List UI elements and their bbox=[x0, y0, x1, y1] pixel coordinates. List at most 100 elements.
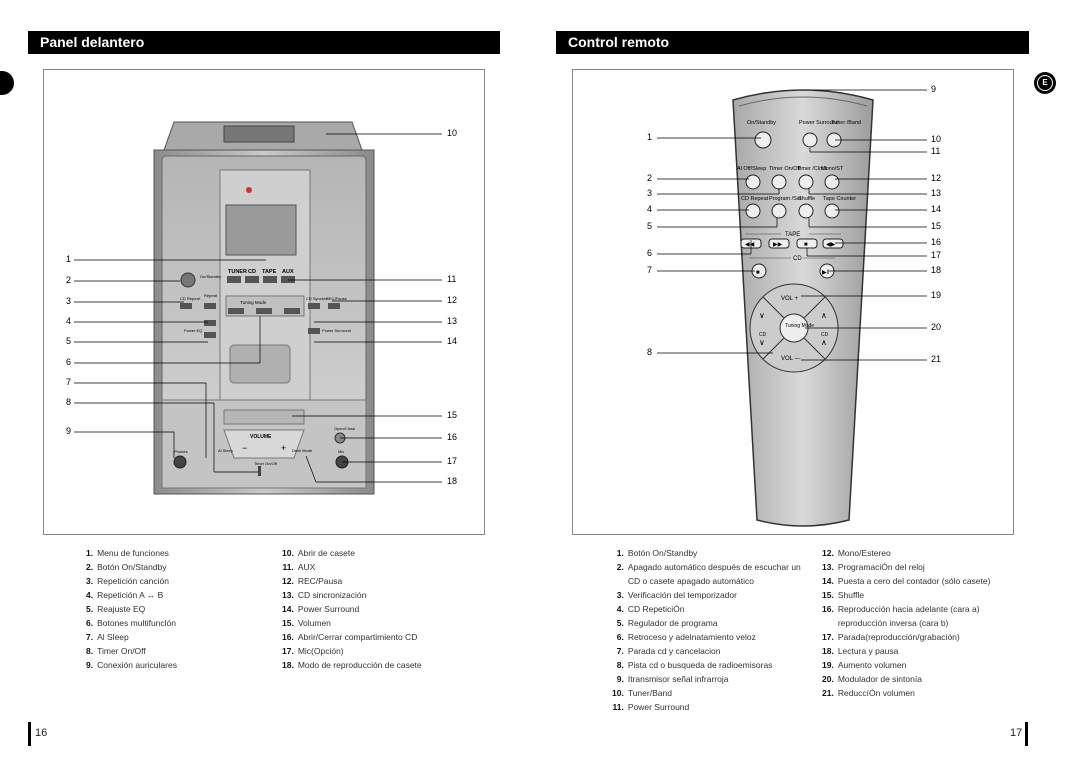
callout-1: 1 bbox=[66, 254, 72, 264]
legend-text: Lectura y pausa bbox=[837, 646, 899, 656]
tuning-mode-label: Tuning Mode bbox=[240, 300, 267, 305]
legend-number: 8. bbox=[86, 646, 94, 656]
svg-text:◀◀: ◀◀ bbox=[745, 242, 755, 248]
legend-item: 2.Botón On/Standby bbox=[86, 560, 177, 574]
legend-text: REC/Pausa bbox=[297, 576, 343, 586]
remote-power-surround-label: Power Surround bbox=[799, 120, 839, 126]
callout-17: 17 bbox=[447, 456, 458, 466]
legend-number: 13. bbox=[282, 590, 294, 600]
svg-text:◀▶: ◀▶ bbox=[826, 242, 836, 248]
legend-item: 1.Botón On/Standby bbox=[612, 546, 812, 560]
callout-9: 9 bbox=[66, 426, 72, 436]
svg-text:∨: ∨ bbox=[759, 311, 765, 320]
legend-item: 13.CD sincronización bbox=[282, 588, 422, 602]
legend-text: Abrir/Cerrar compartimiento CD bbox=[297, 632, 418, 642]
svg-text:■: ■ bbox=[756, 270, 760, 276]
legend-text: Modulador de sintonía bbox=[837, 674, 922, 684]
legend-number: 7. bbox=[86, 632, 94, 642]
remote-callout-11: 11 bbox=[931, 146, 941, 156]
remote-callout-20: 20 bbox=[931, 322, 942, 332]
legend-number: 4. bbox=[616, 604, 624, 614]
legend-text: Puesta a cero del contador (sólo casete) bbox=[837, 576, 991, 586]
legend-number: 15. bbox=[282, 618, 294, 628]
legend-item: 4.CD RepeticiÓn bbox=[612, 602, 812, 616]
legend-text: Modo de reproducción de casete bbox=[297, 660, 422, 670]
legend-text: Al Sleep bbox=[97, 632, 129, 642]
legend-item: 4.Repetición A ↔ B bbox=[86, 588, 177, 602]
remote-program-set-label: Program /Set bbox=[769, 196, 802, 202]
remote-callout-7: 7 bbox=[647, 265, 653, 275]
legend-text: Reproducción hacia adelante (cara a) rep… bbox=[837, 604, 980, 628]
deck-mode-label: Deck Mode bbox=[292, 448, 313, 453]
legend-text: Itransmisor señal infrarroja bbox=[627, 674, 729, 684]
legend-number: 13. bbox=[822, 562, 834, 572]
legend-text: ReduccíÓn volumen bbox=[837, 688, 915, 698]
legend-item: 19.Aumento volumen bbox=[822, 658, 1022, 672]
mic-label: Mic bbox=[338, 449, 344, 454]
legend-number: 10. bbox=[612, 688, 624, 698]
remote-tuner-band-label: Tuner /Band bbox=[831, 120, 861, 126]
callout-3: 3 bbox=[66, 296, 72, 306]
volume-label: VOLUME bbox=[250, 434, 272, 440]
remote-timer-clock-label: Timer /Clock bbox=[797, 166, 828, 172]
remote-shuffle-label: Shuffle bbox=[798, 196, 815, 202]
phones-label: Phones bbox=[174, 449, 188, 454]
legend-text: ProgramaciÓn del reloj bbox=[837, 562, 925, 572]
legend-item: 5.Regulador de programa bbox=[612, 616, 812, 630]
legend-item: 3.Verificación del temporizador bbox=[612, 588, 812, 602]
legend-number: 18. bbox=[822, 646, 834, 656]
legend-item: 17.Parada(reproducción/grabación) bbox=[822, 630, 1022, 644]
legend-text: Reajuste EQ bbox=[97, 604, 146, 614]
legend-text: Botón On/Standby bbox=[97, 562, 167, 572]
legend-number: 18. bbox=[282, 660, 294, 670]
svg-text:−: − bbox=[242, 443, 247, 453]
remote-callout-15: 15 bbox=[931, 221, 942, 231]
legend-number: 20. bbox=[822, 674, 834, 684]
legend-number: 11. bbox=[612, 702, 624, 712]
legend-text: Conexión auriculares bbox=[97, 660, 177, 670]
legend-number: 1. bbox=[616, 548, 624, 558]
legend-item: 9.Conexión auriculares bbox=[86, 658, 177, 672]
remote-cd-repeat-label: CD Repeat bbox=[741, 196, 769, 202]
remote-callout-17: 17 bbox=[931, 250, 942, 260]
legend-number: 8. bbox=[616, 660, 624, 670]
legend-text: Regulador de programa bbox=[627, 618, 718, 628]
legend-item: 6.Botones multifunclón bbox=[86, 616, 177, 630]
remote-callout-8: 8 bbox=[647, 347, 653, 357]
remote-callout-9: 9 bbox=[931, 84, 937, 94]
legend-text: Botón On/Standby bbox=[627, 548, 698, 558]
remote-callout-3: 3 bbox=[647, 188, 653, 198]
svg-text:■: ■ bbox=[804, 242, 808, 248]
legend-number: 15. bbox=[822, 590, 834, 600]
legend-item: 10.Tuner/Band bbox=[612, 686, 812, 700]
remote-vol-down-label: VOL — bbox=[781, 356, 800, 362]
remote-illustration: On/Standby Power Surround Tuner /Band Al… bbox=[657, 89, 927, 527]
callout-5: 5 bbox=[66, 336, 72, 346]
legend-text: Mono/Estereo bbox=[837, 548, 891, 558]
cd-repeat-label: CD Repeat bbox=[180, 296, 201, 301]
callout-15: 15 bbox=[447, 410, 458, 420]
callout-11: 11 bbox=[447, 274, 457, 284]
legend-text: Aumento volumen bbox=[837, 660, 907, 670]
legend-item: 13.ProgramaciÓn del reloj bbox=[822, 560, 1022, 574]
callout-10: 10 bbox=[447, 128, 458, 138]
legend-item: 6.Retroceso y adelnatamiento veloz bbox=[612, 630, 812, 644]
display-label-aux: AUX bbox=[282, 269, 294, 275]
right-language-tab: E bbox=[1034, 72, 1056, 94]
remote-callout-16: 16 bbox=[931, 237, 942, 247]
legend-number: 2. bbox=[616, 562, 624, 572]
display-label-tuner: TUNER bbox=[228, 269, 247, 275]
remote-callout-5: 5 bbox=[647, 221, 653, 231]
remote-tape-counter-label: Tape Counter bbox=[823, 196, 856, 202]
open-close-label: Open/Close bbox=[334, 426, 356, 431]
legend-text: Retroceso y adelnatamiento veloz bbox=[627, 632, 756, 642]
power-eq-label: Power EQ bbox=[184, 328, 202, 333]
al-sleep-label: Al Sleep bbox=[218, 448, 234, 453]
remote-callout-18: 18 bbox=[931, 265, 942, 275]
legend-number: 4. bbox=[86, 590, 94, 600]
svg-text:▶▶: ▶▶ bbox=[773, 242, 783, 248]
legend-number: 12. bbox=[822, 548, 834, 558]
